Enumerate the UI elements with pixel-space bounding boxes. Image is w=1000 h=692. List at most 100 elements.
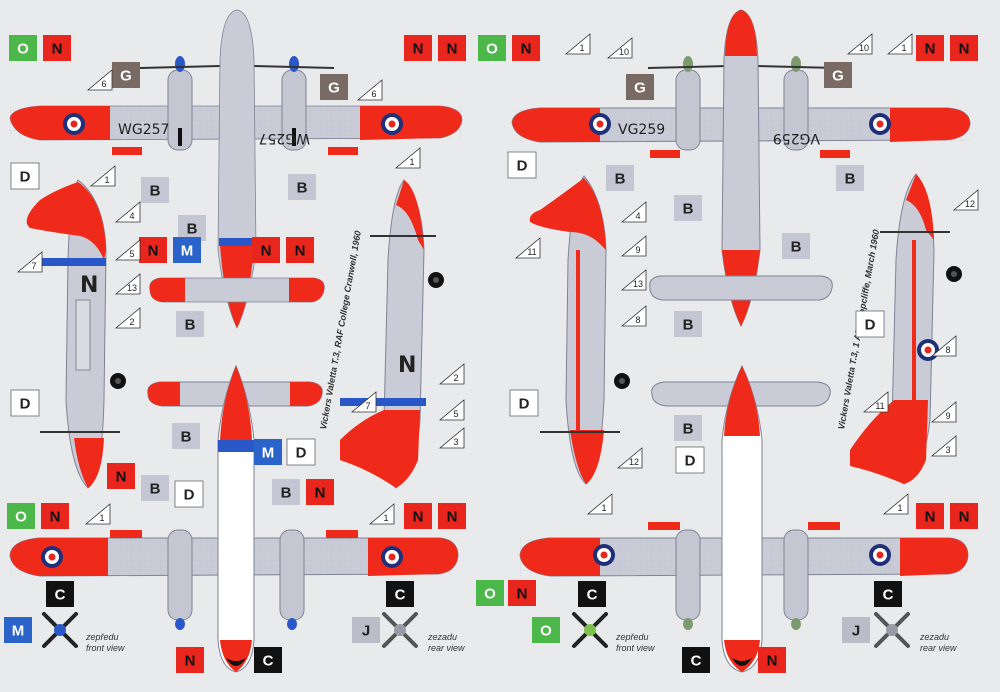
color-square-j: J — [842, 617, 870, 643]
decal-callout-label: 3 — [453, 437, 458, 447]
decal-callout-label: 8 — [945, 345, 950, 355]
left-bottom-view-aircraft — [9, 364, 459, 673]
rear-view-en-left: rear view — [428, 643, 465, 653]
decal-callout-11: 11 — [514, 237, 541, 259]
color-square-label: N — [447, 509, 458, 526]
decal-callout-label: 1 — [104, 175, 109, 185]
decal-callout-label: 1 — [409, 157, 414, 167]
color-square-label: B — [683, 317, 694, 334]
decal-callout-label: 13 — [127, 283, 137, 293]
color-square-c: C — [578, 581, 606, 607]
color-square-n: N — [139, 237, 167, 263]
color-square-n: N — [916, 35, 944, 61]
color-square-d: D — [855, 310, 885, 338]
color-square-g: G — [626, 74, 654, 100]
left-top-view-aircraft — [9, 9, 463, 329]
left-side-view-aircraft-2 — [340, 179, 444, 489]
color-square-c: C — [874, 581, 902, 607]
color-square-label: D — [184, 487, 195, 504]
front-view-prop-right — [572, 612, 608, 648]
color-square-label: B — [845, 171, 856, 188]
decal-callout-5: 5 — [114, 239, 141, 261]
color-square-m: M — [254, 439, 282, 465]
color-square-label: B — [150, 183, 161, 200]
color-square-label: N — [295, 243, 306, 260]
color-square-d: D — [174, 480, 204, 508]
color-square-label: B — [185, 317, 196, 334]
left-side-view-aircraft — [26, 179, 126, 489]
color-square-n: N — [41, 503, 69, 529]
decal-callout-1: 1 — [84, 503, 111, 525]
front-view-cz-right: zepředu — [615, 632, 649, 642]
decal-callout-label: 12 — [629, 457, 639, 467]
color-square-label: J — [852, 623, 860, 640]
color-square-n: N — [438, 503, 466, 529]
color-square-label: G — [634, 80, 646, 97]
decal-callout-3: 3 — [930, 435, 957, 457]
decal-callout-label: 4 — [635, 211, 640, 221]
color-square-label: C — [395, 587, 406, 604]
decal-callout-10: 10 — [606, 37, 633, 59]
decal-callout-1: 1 — [368, 503, 395, 525]
color-square-d: D — [286, 438, 316, 466]
color-square-label: C — [691, 653, 702, 670]
decal-callout-1: 1 — [882, 493, 909, 515]
rear-view-en-right: rear view — [920, 643, 957, 653]
right-top-view-aircraft — [511, 9, 971, 328]
right-side-view-aircraft-2 — [850, 173, 962, 485]
color-square-n: N — [950, 503, 978, 529]
color-square-g: G — [824, 62, 852, 88]
color-square-label: N — [959, 509, 970, 526]
color-square-c: C — [254, 647, 282, 673]
color-square-label: N — [517, 586, 528, 603]
color-square-label: B — [181, 429, 192, 446]
right-side-view-aircraft — [529, 175, 630, 485]
decal-callout-label: 2 — [129, 317, 134, 327]
color-square-n: N — [512, 35, 540, 61]
color-square-b: B — [674, 195, 702, 221]
color-square-label: N — [413, 509, 424, 526]
color-square-label: N — [925, 41, 936, 58]
color-square-n: N — [286, 237, 314, 263]
color-square-d: D — [509, 389, 539, 417]
color-square-n: N — [176, 647, 204, 673]
color-square-c: C — [682, 647, 710, 673]
color-square-b: B — [674, 311, 702, 337]
decal-callout-8: 8 — [620, 305, 647, 327]
color-square-label: N — [959, 41, 970, 58]
color-square-label: B — [281, 485, 292, 502]
decal-callout-label: 1 — [99, 513, 104, 523]
color-square-d: D — [507, 151, 537, 179]
color-square-label: B — [150, 481, 161, 498]
color-square-label: C — [263, 653, 274, 670]
color-square-b: B — [606, 165, 634, 191]
color-square-n: N — [107, 463, 135, 489]
front-view-en-right: front view — [616, 643, 655, 653]
color-square-label: D — [296, 445, 307, 462]
rear-view-prop-left — [382, 612, 418, 648]
front-view-cz-left: zepředu — [85, 632, 119, 642]
color-square-o: O — [478, 35, 506, 61]
color-square-o: O — [7, 503, 35, 529]
decal-callout-2: 2 — [114, 307, 141, 329]
decal-callout-label: 10 — [859, 43, 869, 53]
decal-callout-label: 6 — [371, 89, 376, 99]
decal-callout-label: 13 — [633, 279, 643, 289]
rear-view-prop-right — [874, 612, 910, 648]
color-square-label: N — [315, 485, 326, 502]
decal-callout-1: 1 — [564, 33, 591, 55]
decal-callout-label: 6 — [101, 79, 106, 89]
decal-callout-label: 11 — [875, 401, 884, 411]
decal-callout-label: 5 — [129, 249, 134, 259]
decal-callout-9: 9 — [620, 235, 647, 257]
decal-callout-5: 5 — [438, 399, 465, 421]
color-square-n: N — [43, 35, 71, 61]
decal-callout-4: 4 — [114, 201, 141, 223]
color-square-label: B — [187, 221, 198, 238]
fuselage-code-left: N — [80, 273, 98, 298]
fuselage-code-left-2: N — [398, 353, 416, 378]
color-square-label: N — [767, 653, 778, 670]
color-square-n: N — [306, 479, 334, 505]
front-view-prop-left — [42, 612, 78, 648]
